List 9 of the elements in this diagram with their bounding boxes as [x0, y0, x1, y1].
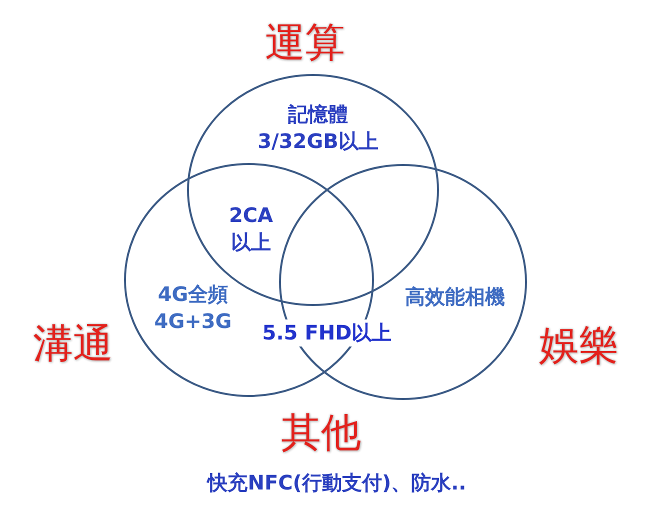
category-heading: 溝通	[33, 322, 113, 366]
region-label: 高效能相機	[405, 284, 505, 310]
note-text: 快充NFC(行動支付)、防水..	[208, 470, 466, 496]
region-label: 4G全頻 4G+3G	[154, 281, 232, 335]
region-label: 2CA 以上	[228, 202, 274, 256]
category-heading: 運算	[265, 21, 345, 65]
category-heading: 娛樂	[539, 324, 619, 368]
region-label: 記憶體 3/32GB以上	[258, 101, 378, 155]
category-heading: 其他	[281, 411, 361, 455]
